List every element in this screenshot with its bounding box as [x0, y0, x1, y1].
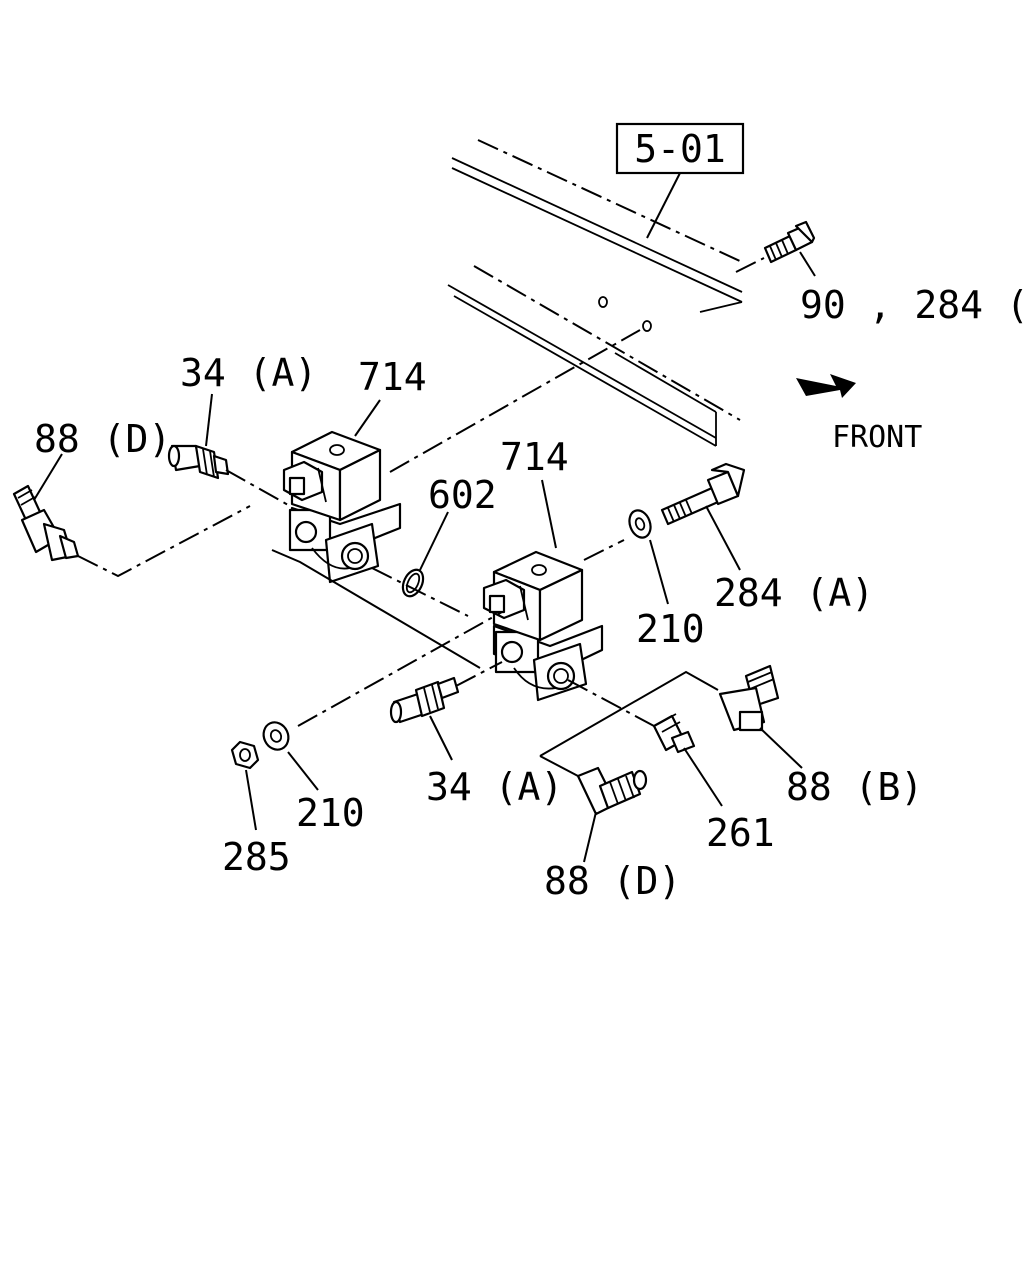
- centerline-o-ring: [371, 567, 469, 617]
- connect-line-88d-bottom: [539, 755, 579, 777]
- leader-714-right: [541, 479, 557, 549]
- leader-714-left: [354, 399, 381, 437]
- label-210-left: 210: [296, 791, 365, 835]
- centerline-210-left: [297, 611, 503, 727]
- label-210-right: 210: [636, 607, 705, 651]
- centerline-bolt-90: [735, 257, 765, 273]
- centerline-88d-left: [77, 505, 251, 578]
- reference-box[interactable]: 5-01: [615, 122, 745, 175]
- leader-34a-top: [205, 393, 213, 447]
- nut-285-icon: [230, 740, 260, 770]
- label-602: 602: [428, 473, 497, 517]
- leader-90-284b: [799, 251, 816, 277]
- leader-88d-bottom: [583, 811, 597, 863]
- front-arrow-icon: [796, 374, 856, 398]
- bolt-284a-icon: [660, 462, 746, 526]
- leader-602: [419, 511, 449, 571]
- connect-line-88b: [539, 670, 719, 757]
- centerline-34a-bottom: [455, 661, 503, 687]
- label-90-284b: 90 , 284 (B): [800, 283, 1024, 327]
- bolt-90-icon: [763, 220, 816, 264]
- label-88b: 88 (B): [786, 765, 923, 809]
- label-714-right: 714: [500, 435, 569, 479]
- washer-210-left-icon: [262, 721, 290, 751]
- elbow-88b-icon: [718, 664, 780, 732]
- leader-285: [245, 769, 257, 831]
- leader-210-right: [649, 539, 669, 605]
- label-88d-left: 88 (D): [34, 417, 171, 461]
- leader-88d-left: [33, 453, 63, 501]
- label-34a-top: 34 (A): [180, 351, 317, 395]
- plug-261-icon: [652, 713, 696, 754]
- leader-ref-box: [646, 172, 681, 239]
- o-ring-602-icon: [401, 568, 425, 598]
- label-284a: 284 (A): [714, 571, 874, 615]
- elbow-88d-left-icon: [12, 484, 80, 562]
- elbow-88d-bottom-icon: [576, 766, 648, 816]
- centerline-valve-rail: [389, 329, 641, 473]
- leader-261: [683, 747, 723, 807]
- fitting-34a-bottom-icon: [389, 676, 460, 724]
- centerline-34a-top: [225, 469, 291, 507]
- front-label: FRONT: [832, 420, 922, 455]
- reference-box-label: 5-01: [634, 127, 726, 171]
- centerline-261: [567, 679, 655, 727]
- leader-210-left: [287, 751, 319, 791]
- label-261: 261: [706, 811, 775, 855]
- washer-210-right-icon: [628, 509, 652, 539]
- solenoid-valve-left-icon: [282, 430, 402, 584]
- centerline-210-right: [583, 539, 625, 561]
- label-34a-bottom: 34 (A): [426, 765, 563, 809]
- label-285: 285: [222, 835, 291, 879]
- leader-34a-bottom: [429, 715, 453, 761]
- leader-284a: [705, 505, 741, 571]
- leader-88b: [759, 727, 803, 769]
- solenoid-valve-right-icon: [482, 550, 604, 702]
- connect-line-valves: [271, 549, 481, 669]
- label-714-left: 714: [358, 355, 427, 399]
- label-88d-bottom: 88 (D): [544, 859, 681, 903]
- frame-rail: [447, 139, 743, 447]
- fitting-34a-top-icon: [167, 444, 230, 480]
